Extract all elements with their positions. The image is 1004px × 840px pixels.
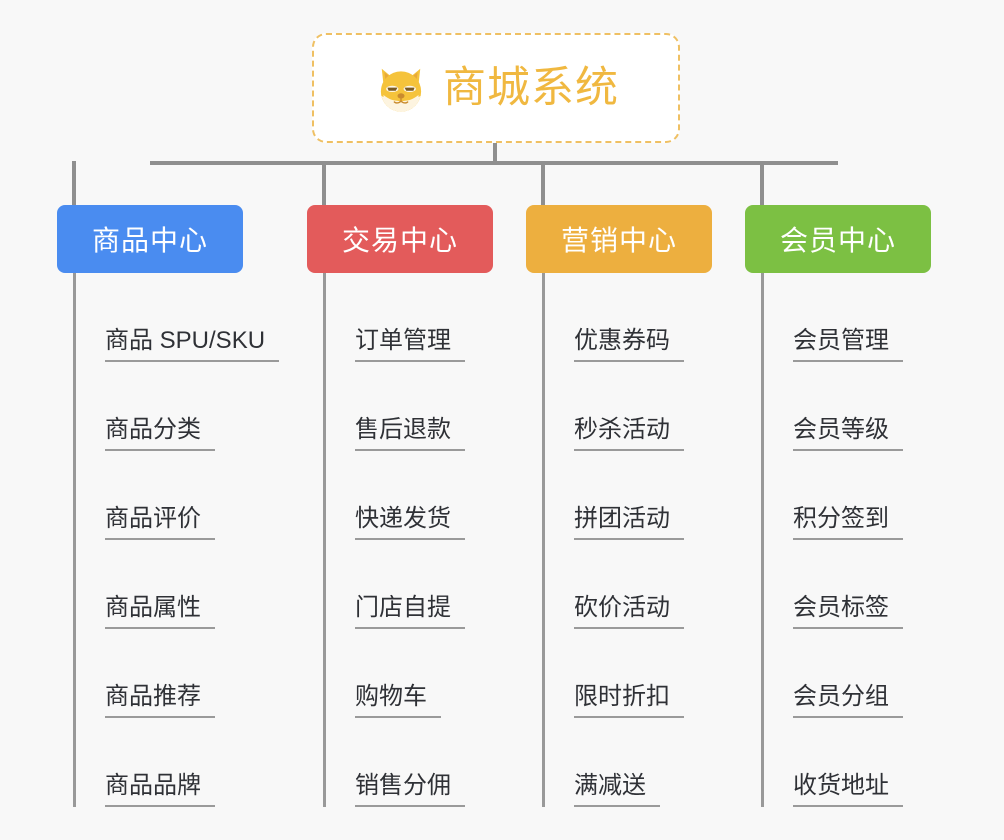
list-item[interactable]: 门店自提 xyxy=(323,540,465,629)
list-item-label: 会员等级 xyxy=(793,416,903,451)
list-item[interactable]: 商品分类 xyxy=(73,362,279,451)
list-item-label: 商品属性 xyxy=(105,594,215,629)
child-list-trade-center: 订单管理售后退款快递发货门店自提购物车销售分佣 xyxy=(323,273,465,807)
root-title: 商城系统 xyxy=(443,63,619,112)
list-item[interactable]: 订单管理 xyxy=(323,273,465,362)
list-item[interactable]: 商品推荐 xyxy=(73,629,279,718)
list-item-label: 拼团活动 xyxy=(574,505,684,540)
category-box-trade-center[interactable]: 交易中心 xyxy=(307,205,493,273)
connector-drop-marketing-center xyxy=(541,161,545,205)
list-item[interactable]: 商品品牌 xyxy=(73,718,279,807)
list-item-label: 优惠券码 xyxy=(574,327,684,362)
list-item[interactable]: 购物车 xyxy=(323,629,465,718)
category-label: 营销中心 xyxy=(560,225,677,256)
list-item[interactable]: 积分签到 xyxy=(761,451,903,540)
connector-drop-trade-center xyxy=(322,161,326,205)
list-item[interactable]: 商品评价 xyxy=(73,451,279,540)
list-item[interactable]: 满减送 xyxy=(542,718,684,807)
list-item[interactable]: 销售分佣 xyxy=(323,718,465,807)
connector-root-stem xyxy=(493,143,497,164)
root-node[interactable]: 商城系统 xyxy=(312,33,680,143)
list-item[interactable]: 会员分组 xyxy=(761,629,903,718)
list-item-label: 会员分组 xyxy=(793,683,903,718)
child-list-product-center: 商品 SPU/SKU 商品分类商品评价商品属性商品推荐商品品牌 xyxy=(73,273,280,807)
child-stem-member-center xyxy=(761,273,764,807)
list-item-label: 购物车 xyxy=(355,683,441,718)
list-item-label: 限时折扣 xyxy=(574,683,684,718)
list-item[interactable]: 会员管理 xyxy=(761,273,903,362)
list-item[interactable]: 会员标签 xyxy=(761,540,903,629)
list-item-label: 商品推荐 xyxy=(105,683,215,718)
connector-drop-member-center xyxy=(760,161,764,205)
child-list-member-center: 会员管理会员等级积分签到会员标签会员分组收货地址 xyxy=(761,273,903,807)
list-item-label: 满减送 xyxy=(574,772,660,807)
category-label: 商品中心 xyxy=(91,225,208,256)
connector-drop-product-center xyxy=(72,161,76,205)
child-stem-marketing-center xyxy=(542,273,545,807)
list-item-label: 商品品牌 xyxy=(105,772,215,807)
list-item[interactable]: 商品 SPU/SKU xyxy=(73,273,280,362)
child-list-marketing-center: 优惠券码秒杀活动拼团活动砍价活动限时折扣满减送 xyxy=(542,273,684,807)
list-item-label: 门店自提 xyxy=(355,594,465,629)
list-item[interactable]: 会员等级 xyxy=(761,362,903,451)
list-item-label: 砍价活动 xyxy=(574,594,684,629)
list-item-label: 商品评价 xyxy=(105,505,215,540)
shiba-dog-icon xyxy=(373,60,429,116)
list-item[interactable]: 商品属性 xyxy=(73,540,279,629)
list-item[interactable]: 秒杀活动 xyxy=(542,362,684,451)
category-box-product-center[interactable]: 商品中心 xyxy=(57,205,243,273)
list-item-label: 销售分佣 xyxy=(355,772,465,807)
category-label: 会员中心 xyxy=(779,225,896,256)
list-item-label: 快递发货 xyxy=(355,505,465,540)
category-label: 交易中心 xyxy=(341,225,458,256)
category-box-marketing-center[interactable]: 营销中心 xyxy=(526,205,712,273)
list-item[interactable]: 优惠券码 xyxy=(542,273,684,362)
list-item-label: 会员管理 xyxy=(793,327,903,362)
list-item[interactable]: 收货地址 xyxy=(761,718,903,807)
list-item-label: 商品分类 xyxy=(105,416,215,451)
child-stem-trade-center xyxy=(323,273,326,807)
list-item-label: 积分签到 xyxy=(793,505,903,540)
list-item-label: 会员标签 xyxy=(793,594,903,629)
list-item-label: 秒杀活动 xyxy=(574,416,684,451)
list-item[interactable]: 快递发货 xyxy=(323,451,465,540)
list-item-label: 售后退款 xyxy=(355,416,465,451)
connector-horizontal-bar xyxy=(150,161,838,165)
list-item[interactable]: 限时折扣 xyxy=(542,629,684,718)
list-item[interactable]: 售后退款 xyxy=(323,362,465,451)
category-box-member-center[interactable]: 会员中心 xyxy=(745,205,931,273)
child-stem-product-center xyxy=(73,273,76,807)
list-item-label: 商品 SPU/SKU xyxy=(105,327,280,362)
list-item-label: 收货地址 xyxy=(793,772,903,807)
list-item-label: 订单管理 xyxy=(355,327,465,362)
list-item[interactable]: 拼团活动 xyxy=(542,451,684,540)
list-item[interactable]: 砍价活动 xyxy=(542,540,684,629)
